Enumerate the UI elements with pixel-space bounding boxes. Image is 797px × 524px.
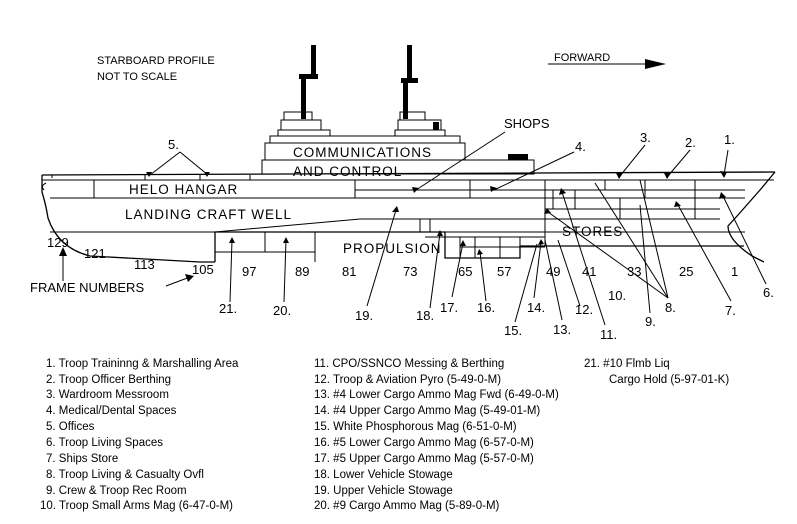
callout-number: 19.	[355, 308, 373, 323]
legend-item: 10. Troop Small Arms Mag (6-47-0-M)	[40, 500, 233, 512]
frame-number: 57	[497, 264, 511, 279]
frame-number: 89	[295, 264, 309, 279]
legend-item: 4. Medical/Dental Spaces	[46, 405, 177, 417]
frame-number: 33	[627, 264, 641, 279]
frame-number: 81	[342, 264, 356, 279]
callout-number: 12.	[575, 302, 593, 317]
title-line-2: NOT TO SCALE	[97, 71, 177, 83]
legend-item: 7. Ships Store	[46, 453, 118, 465]
legend-item: 6. Troop Living Spaces	[46, 437, 163, 449]
legend-item: Cargo Hold (5-97-01-K)	[609, 374, 729, 386]
callout-number: 6.	[763, 285, 774, 300]
callout-number: 2.	[685, 135, 696, 150]
callout-number: 4.	[575, 139, 586, 154]
frame-number: 97	[242, 264, 256, 279]
callout-number: 18.	[416, 308, 434, 323]
legend-item: 2. Troop Officer Berthing	[46, 374, 171, 386]
mast-aft	[277, 45, 331, 137]
legend-item: 16. #5 Lower Cargo Ammo Mag (6-57-0-M)	[314, 437, 534, 449]
legend-item: 19. Upper Vehicle Stowage	[314, 485, 453, 497]
callout-number: 14.	[527, 300, 545, 315]
legend-item: 15. White Phosphorous Mag (6-51-0-M)	[314, 421, 517, 433]
callout-number: 13.	[553, 322, 571, 337]
label-stores: STORES	[562, 224, 623, 239]
frame-number: 1	[731, 264, 738, 279]
frame-number: 113	[134, 257, 155, 272]
legend-item: 17. #5 Upper Cargo Ammo Mag (5-57-0-M)	[314, 453, 534, 465]
legend-item: 21. #10 Flmb Liq	[584, 358, 670, 370]
legend-column-1: 1. Troop Traininng & Marshalling Area 2.…	[40, 358, 239, 512]
mast-fwd	[394, 45, 446, 137]
frame-number: 105	[192, 262, 214, 277]
callout-number: 16.	[477, 300, 495, 315]
deck-lines	[42, 175, 774, 262]
frame-number: 49	[546, 264, 560, 279]
callout-number: 5.	[168, 137, 179, 152]
label-propulsion: PROPULSION	[343, 241, 442, 256]
callout-number: 17.	[440, 300, 458, 315]
label-landing-craft-well: LANDING CRAFT WELL	[125, 207, 292, 222]
legend-item: 1. Troop Traininng & Marshalling Area	[46, 358, 239, 370]
frame-number: 25	[679, 264, 693, 279]
callout-arrowheads	[146, 171, 727, 255]
legend-item: 12. Troop & Aviation Pyro (5-49-0-M)	[314, 374, 501, 386]
legend-item: 5. Offices	[46, 421, 95, 433]
frame-number: 121	[84, 246, 106, 261]
callout-number: 9.	[645, 314, 656, 329]
frame-numbers-label: FRAME NUMBERS	[30, 280, 144, 295]
label-helo-hangar: HELO HANGAR	[129, 182, 238, 197]
legend-column-3: 21. #10 Flmb Liq Cargo Hold (5-97-01-K)	[584, 358, 729, 386]
callout-number: 21.	[219, 301, 237, 316]
legend-item: 11. CPO/SSNCO Messing & Berthing	[314, 358, 504, 370]
label-shops: SHOPS	[504, 116, 550, 131]
callout-number: 8.	[665, 300, 676, 315]
frame-number: 41	[582, 264, 596, 279]
callout-number: 10.	[608, 288, 626, 303]
forward-label: FORWARD	[554, 52, 610, 64]
legend-item: 18. Lower Vehicle Stowage	[314, 469, 453, 481]
legend-item: 13. #4 Lower Cargo Ammo Mag Fwd (6-49-0-…	[314, 389, 559, 401]
label-and-control: AND CONTROL	[293, 164, 402, 179]
callout-number: 1.	[724, 132, 735, 147]
legend-item: 9. Crew & Troop Rec Room	[46, 485, 187, 497]
forward-arrow-icon	[548, 59, 666, 69]
label-communications: COMMUNICATIONS	[293, 145, 432, 160]
legend-item: 8. Troop Living & Casualty Ovfl	[46, 469, 204, 481]
legend-column-2: 11. CPO/SSNCO Messing & Berthing 12. Tro…	[314, 358, 559, 512]
callout-leaders	[149, 131, 767, 326]
legend-item: 20. #9 Cargo Ammo Mag (5-89-0-M)	[314, 500, 500, 512]
frame-number: 129	[47, 235, 69, 250]
frame-number: 73	[403, 264, 417, 279]
frame-numbers-pointer	[59, 247, 194, 287]
callout-number: 3.	[640, 130, 651, 145]
callout-number: 11.	[600, 327, 617, 342]
legend-item: 14. #4 Upper Cargo Ammo Mag (5-49-01-M)	[314, 405, 540, 417]
callout-number: 15.	[504, 323, 522, 338]
legend-item: 3. Wardroom Messroom	[46, 389, 169, 401]
callout-number: 20.	[273, 303, 291, 318]
callout-number: 7.	[725, 303, 736, 318]
title-line-1: STARBOARD PROFILE	[97, 55, 215, 67]
frame-number: 65	[458, 264, 472, 279]
